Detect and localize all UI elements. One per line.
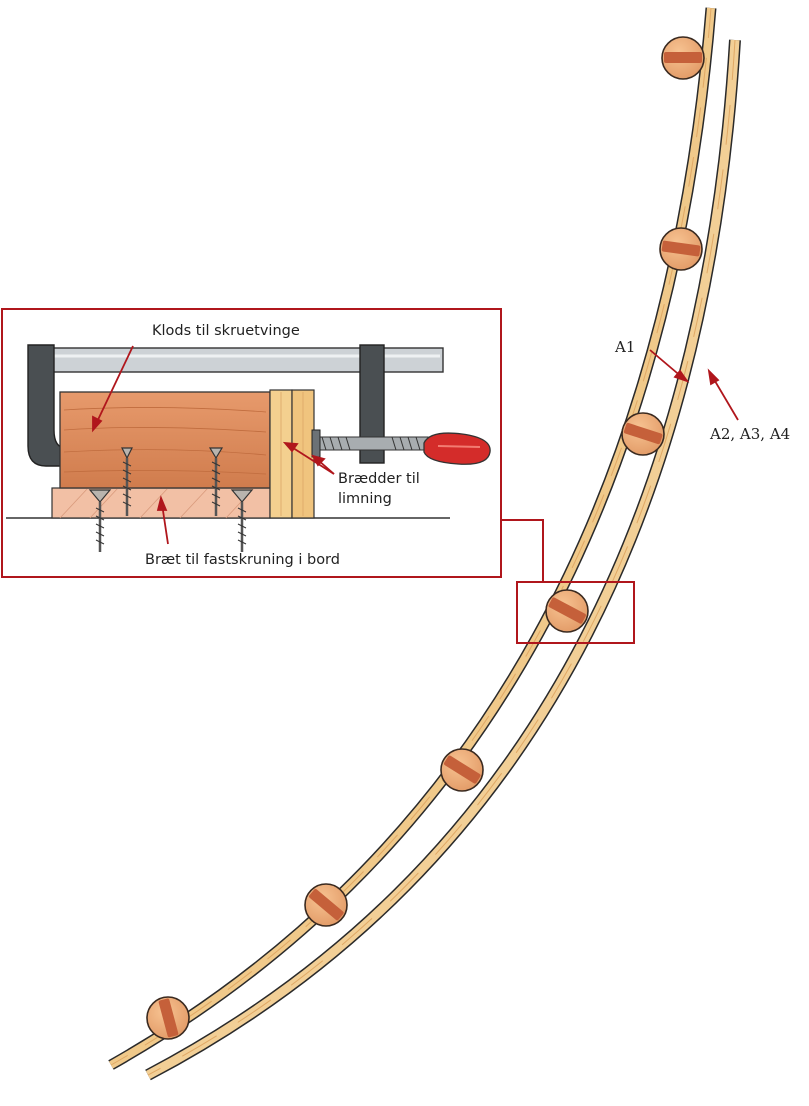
arrow-icon bbox=[282, 441, 335, 475]
dowel-icon bbox=[304, 883, 348, 927]
screw-icon bbox=[230, 489, 254, 552]
dowel-icon bbox=[545, 589, 589, 633]
label-boards-line2: limning bbox=[338, 491, 392, 507]
dowel-icon bbox=[146, 996, 190, 1040]
detail-highlight-box bbox=[516, 581, 635, 644]
laminated-strip-a2-a4 bbox=[145, 39, 741, 1081]
label-a2-a4: A2, A3, A4 bbox=[710, 425, 791, 443]
screw-icon bbox=[208, 447, 224, 516]
dowel-icon bbox=[621, 412, 665, 456]
arrow-icon bbox=[649, 349, 690, 383]
screw-icon bbox=[121, 447, 133, 516]
dowel-icon bbox=[661, 36, 705, 80]
arrow-icon bbox=[92, 345, 134, 433]
arrow-icon bbox=[707, 368, 739, 421]
arrow-icon bbox=[156, 495, 169, 545]
laminated-strip-a1 bbox=[108, 7, 717, 1070]
dowel-icon bbox=[659, 227, 703, 271]
label-a1: A1 bbox=[615, 338, 636, 356]
label-base-board: Bræt til fastskruning i bord bbox=[145, 552, 340, 568]
label-boards-line1: Brædder til bbox=[338, 471, 420, 487]
label-clamp-block: Klods til skruetvinge bbox=[152, 323, 300, 339]
detail-leader-line bbox=[501, 519, 544, 582]
clamp-icon bbox=[6, 344, 491, 519]
screw-icon bbox=[88, 489, 112, 552]
dowel-icon bbox=[440, 748, 484, 792]
